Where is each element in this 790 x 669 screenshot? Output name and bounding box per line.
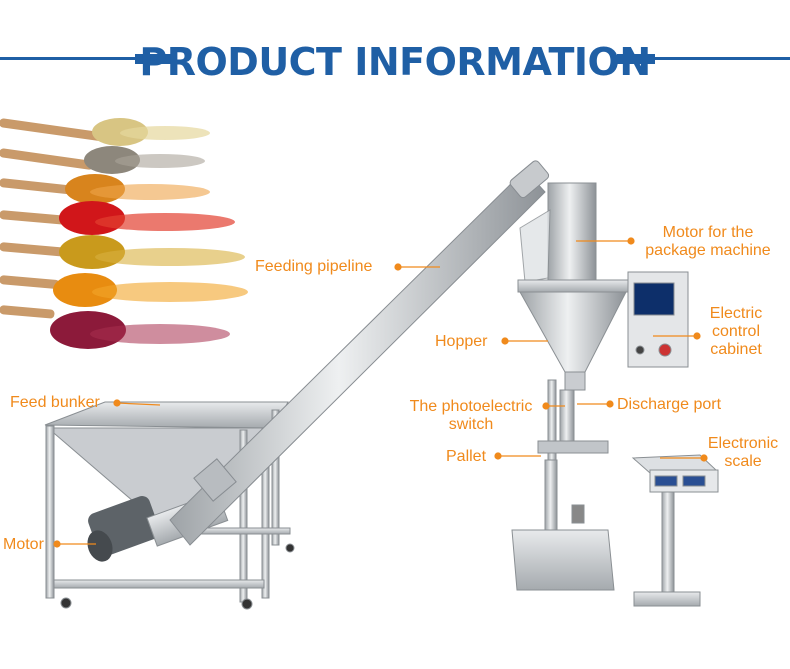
label-electric-line2: control: [711, 323, 761, 340]
page-title: PRODUCT INFORMATION: [139, 40, 651, 84]
label-motor: Motor: [3, 536, 44, 553]
label-electric-line3: cabinet: [710, 341, 762, 358]
header-line-left: [0, 57, 135, 60]
label-electronic-line2: scale: [724, 453, 762, 470]
label-discharge-port: Discharge port: [617, 396, 722, 413]
filling-machine: [511, 182, 689, 591]
label-feed-bunker: Feed bunker: [10, 394, 100, 411]
label-photo-line1: The photoelectric: [409, 398, 533, 415]
label-hopper: Hopper: [435, 333, 488, 350]
label-motor-package-line1: Motor for the: [662, 224, 754, 241]
label-electronic-line1: Electronic: [707, 435, 779, 452]
label-photo-line2: switch: [448, 416, 494, 433]
label-electric-line1: Electric: [709, 305, 763, 322]
header-block-left: [135, 54, 173, 64]
label-electronic-scale: Electronic scale: [698, 435, 788, 471]
label-photoelectric-switch: The photoelectric switch: [395, 398, 547, 434]
label-pallet: Pallet: [446, 448, 487, 465]
spice-spoons-image: [0, 118, 248, 349]
electronic-scale-image: [631, 454, 719, 607]
label-motor-package-line2: package machine: [645, 242, 771, 259]
feed-bunker-frame: [44, 401, 295, 610]
callout-lines: [53, 237, 708, 548]
header-block-right: [617, 54, 655, 64]
feeding-pipeline-tube: [169, 160, 550, 546]
header-line-right: [655, 57, 790, 60]
label-feeding-pipeline: Feeding pipeline: [255, 258, 373, 275]
label-electric-control: Electric control cabinet: [700, 305, 772, 359]
label-motor-package: Motor for the package machine: [632, 224, 784, 260]
